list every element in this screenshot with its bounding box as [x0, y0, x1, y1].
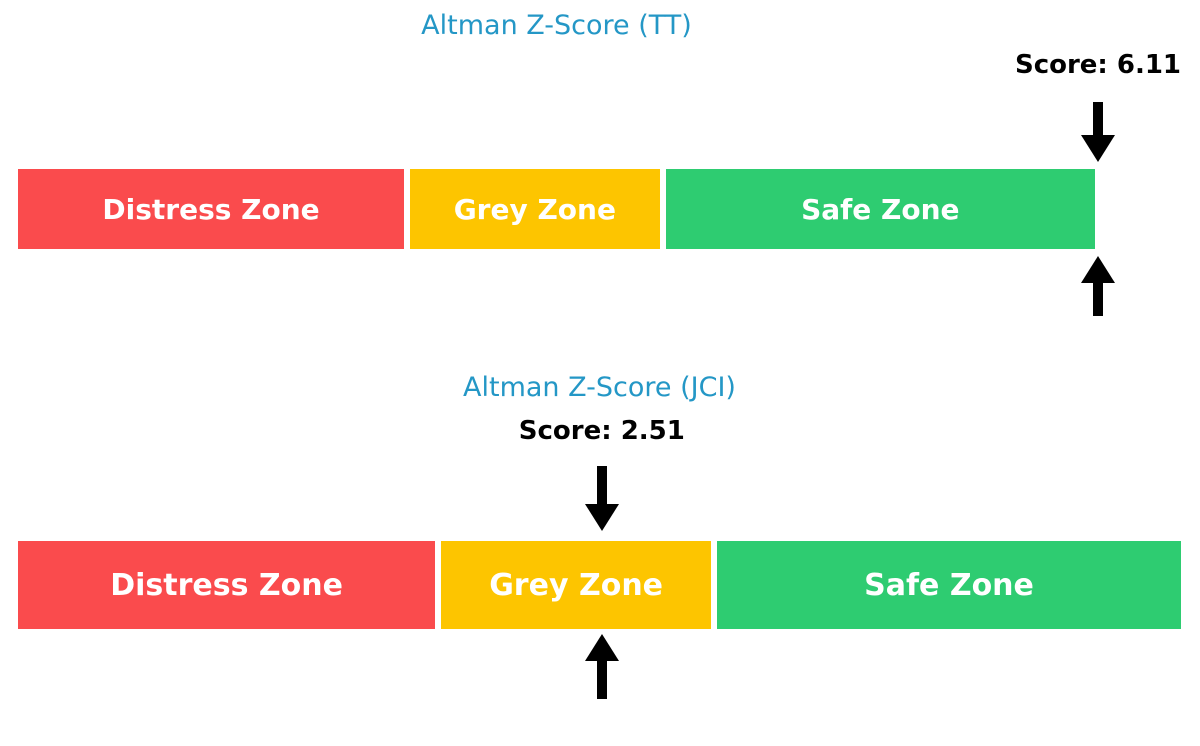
- score-arrow-down-icon: [584, 466, 619, 531]
- zone-bar: Distress Zone Grey Zone Safe Zone: [15, 538, 1184, 632]
- arrow-head: [1081, 256, 1115, 283]
- zone-safe: Safe Zone: [714, 538, 1184, 632]
- zone-distress: Distress Zone: [15, 166, 408, 252]
- arrow-stem: [596, 466, 607, 504]
- altman-zscore-chart-jci: Altman Z-Score (JCI) Score: 2.51 Distres…: [15, 372, 1184, 746]
- zone-safe: Safe Zone: [662, 166, 1098, 252]
- score-arrow-up-icon: [1081, 256, 1115, 316]
- arrow-head: [584, 634, 619, 661]
- zone-distress: Distress Zone: [15, 538, 439, 632]
- zone-label: Distress Zone: [102, 192, 320, 226]
- zone-label: Safe Zone: [801, 192, 960, 226]
- zone-grey: Grey Zone: [407, 166, 663, 252]
- zone-label: Grey Zone: [489, 567, 664, 603]
- score-annotation: Score: 2.51: [518, 416, 685, 446]
- zone-label: Safe Zone: [864, 567, 1034, 603]
- arrow-head: [584, 504, 619, 531]
- chart-title: Altman Z-Score (TT): [421, 10, 692, 41]
- score-arrow-down-icon: [1081, 102, 1115, 162]
- altman-zscore-chart-tt: Altman Z-Score (TT) Score: 6.11 Distress…: [15, 0, 1181, 330]
- chart-title: Altman Z-Score (JCI): [463, 372, 736, 403]
- arrow-stem: [1093, 102, 1103, 135]
- zone-label: Distress Zone: [110, 567, 343, 603]
- arrow-head: [1081, 135, 1115, 162]
- score-arrow-up-icon: [584, 634, 619, 699]
- arrow-stem: [596, 661, 607, 699]
- zone-bar: Distress Zone Grey Zone Safe Zone: [15, 166, 1098, 252]
- arrow-stem: [1093, 283, 1103, 316]
- zone-label: Grey Zone: [453, 192, 616, 226]
- score-annotation: Score: 6.11: [1014, 50, 1182, 80]
- zone-grey: Grey Zone: [438, 538, 715, 632]
